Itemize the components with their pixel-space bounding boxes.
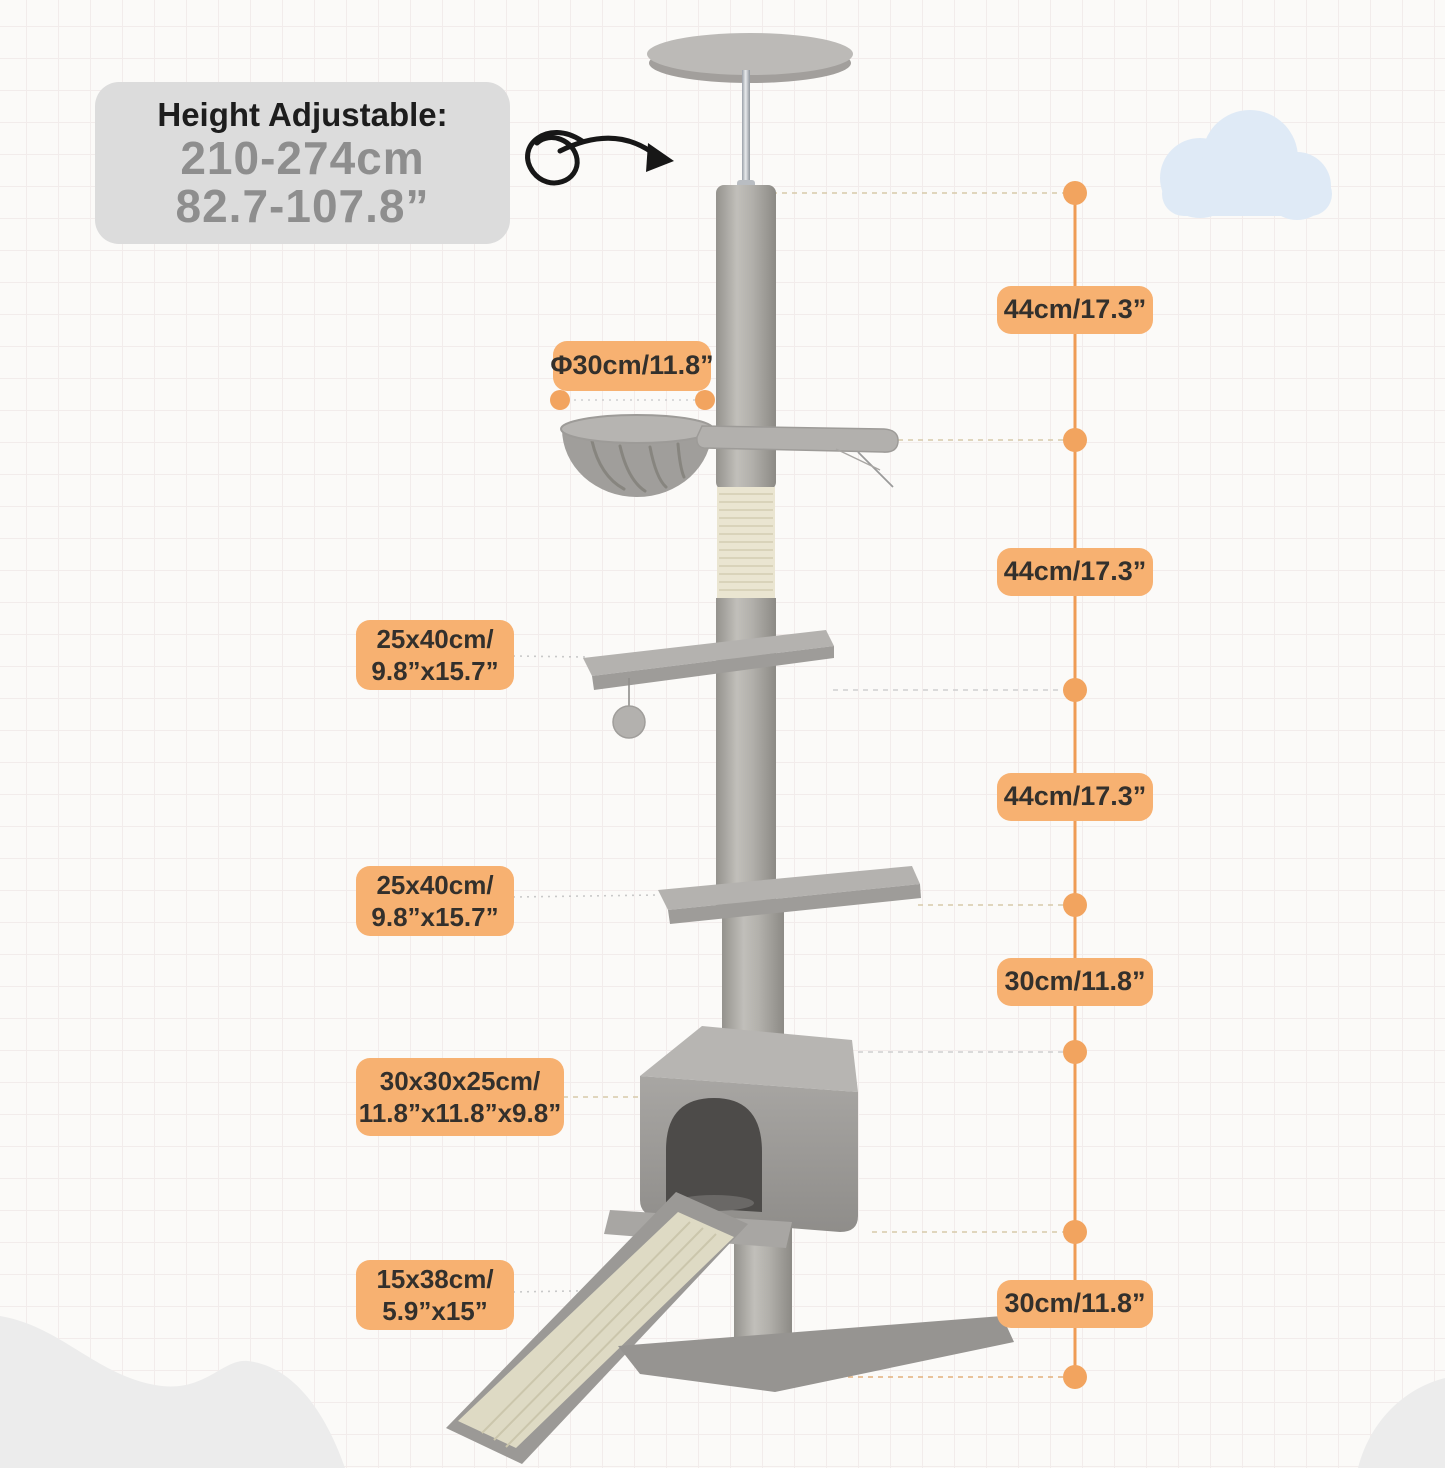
hammock-platform (696, 425, 899, 488)
corner-wave-right (1358, 1378, 1445, 1468)
toy-string (857, 451, 894, 488)
segment-height-5-text: 30cm/11.8” (1004, 1288, 1146, 1319)
cat-tree (446, 33, 1014, 1464)
height-adjustable-title: Height Adjustable: (157, 95, 448, 133)
callout-condo-size: 30x30x25cm/ 11.8”x11.8”x9.8” (356, 1058, 564, 1136)
middle-platform (583, 630, 834, 690)
callout-segment-height-1: 44cm/17.3” (997, 286, 1153, 334)
curved-arrow-icon (525, 129, 674, 186)
base-platform (618, 1316, 1014, 1392)
callout-ramp-size: 15x38cm/ 5.9”x15” (356, 1260, 514, 1330)
callout-lower-platform-size: 25x40cm/ 9.8”x15.7” (356, 866, 514, 936)
main-pole-upper (716, 185, 776, 490)
upper-platform-size-inch: 9.8”x15.7” (371, 656, 499, 686)
segment-height-4-text: 30cm/11.8” (1004, 966, 1146, 997)
diameter-marker-dots (550, 390, 715, 410)
hammock-diameter-text: Φ30cm/11.8” (550, 350, 714, 381)
cloud-icon (1160, 110, 1332, 220)
callout-upper-platform-size: 25x40cm/ 9.8”x15.7” (356, 620, 514, 690)
hanger-rod (742, 70, 750, 188)
sisal-scratch-wrap (717, 487, 775, 600)
callout-connector-lines (512, 399, 705, 1293)
condo-roof (640, 1026, 858, 1092)
height-adjustable-card: Height Adjustable: 210-274cm 82.7-107.8” (95, 82, 510, 244)
scratch-ramp (446, 1192, 748, 1464)
lower-platform (658, 866, 921, 924)
segment-height-1-text: 44cm/17.3” (1003, 294, 1147, 325)
callout-segment-height-5: 30cm/11.8” (997, 1280, 1153, 1328)
callout-hammock-diameter: Φ30cm/11.8” (550, 341, 714, 391)
callout-segment-height-3: 44cm/17.3” (997, 773, 1153, 821)
condo-size-cm: 30x30x25cm/ (379, 1065, 541, 1096)
lower-platform-size-inch: 9.8”x15.7” (371, 902, 499, 932)
callout-segment-height-2: 44cm/17.3” (997, 548, 1153, 596)
segment-height-2-text: 44cm/17.3” (1003, 556, 1147, 587)
main-pole-lower (722, 902, 784, 1050)
height-range-inch: 82.7-107.8” (175, 179, 430, 232)
corner-wave-left (0, 1316, 345, 1468)
condo-entrance (666, 1098, 762, 1212)
pompom-toy (612, 678, 646, 739)
cat-condo (604, 1026, 858, 1248)
ramp-size-cm: 15x38cm/ (376, 1263, 494, 1294)
lower-platform-size-cm: 25x40cm/ (376, 869, 494, 900)
upper-platform-size-cm: 25x40cm/ (376, 623, 494, 654)
cat-hammock (560, 414, 714, 497)
height-range-cm: 210-274cm (180, 131, 425, 184)
ramp-size-inch: 5.9”x15” (382, 1296, 488, 1326)
ceiling-disc (647, 33, 853, 75)
segment-height-3-text: 44cm/17.3” (1003, 781, 1147, 812)
condo-size-inch: 11.8”x11.8”x9.8” (358, 1098, 562, 1128)
level-marker-dots (1063, 181, 1087, 1389)
callout-segment-height-4: 30cm/11.8” (997, 958, 1153, 1006)
